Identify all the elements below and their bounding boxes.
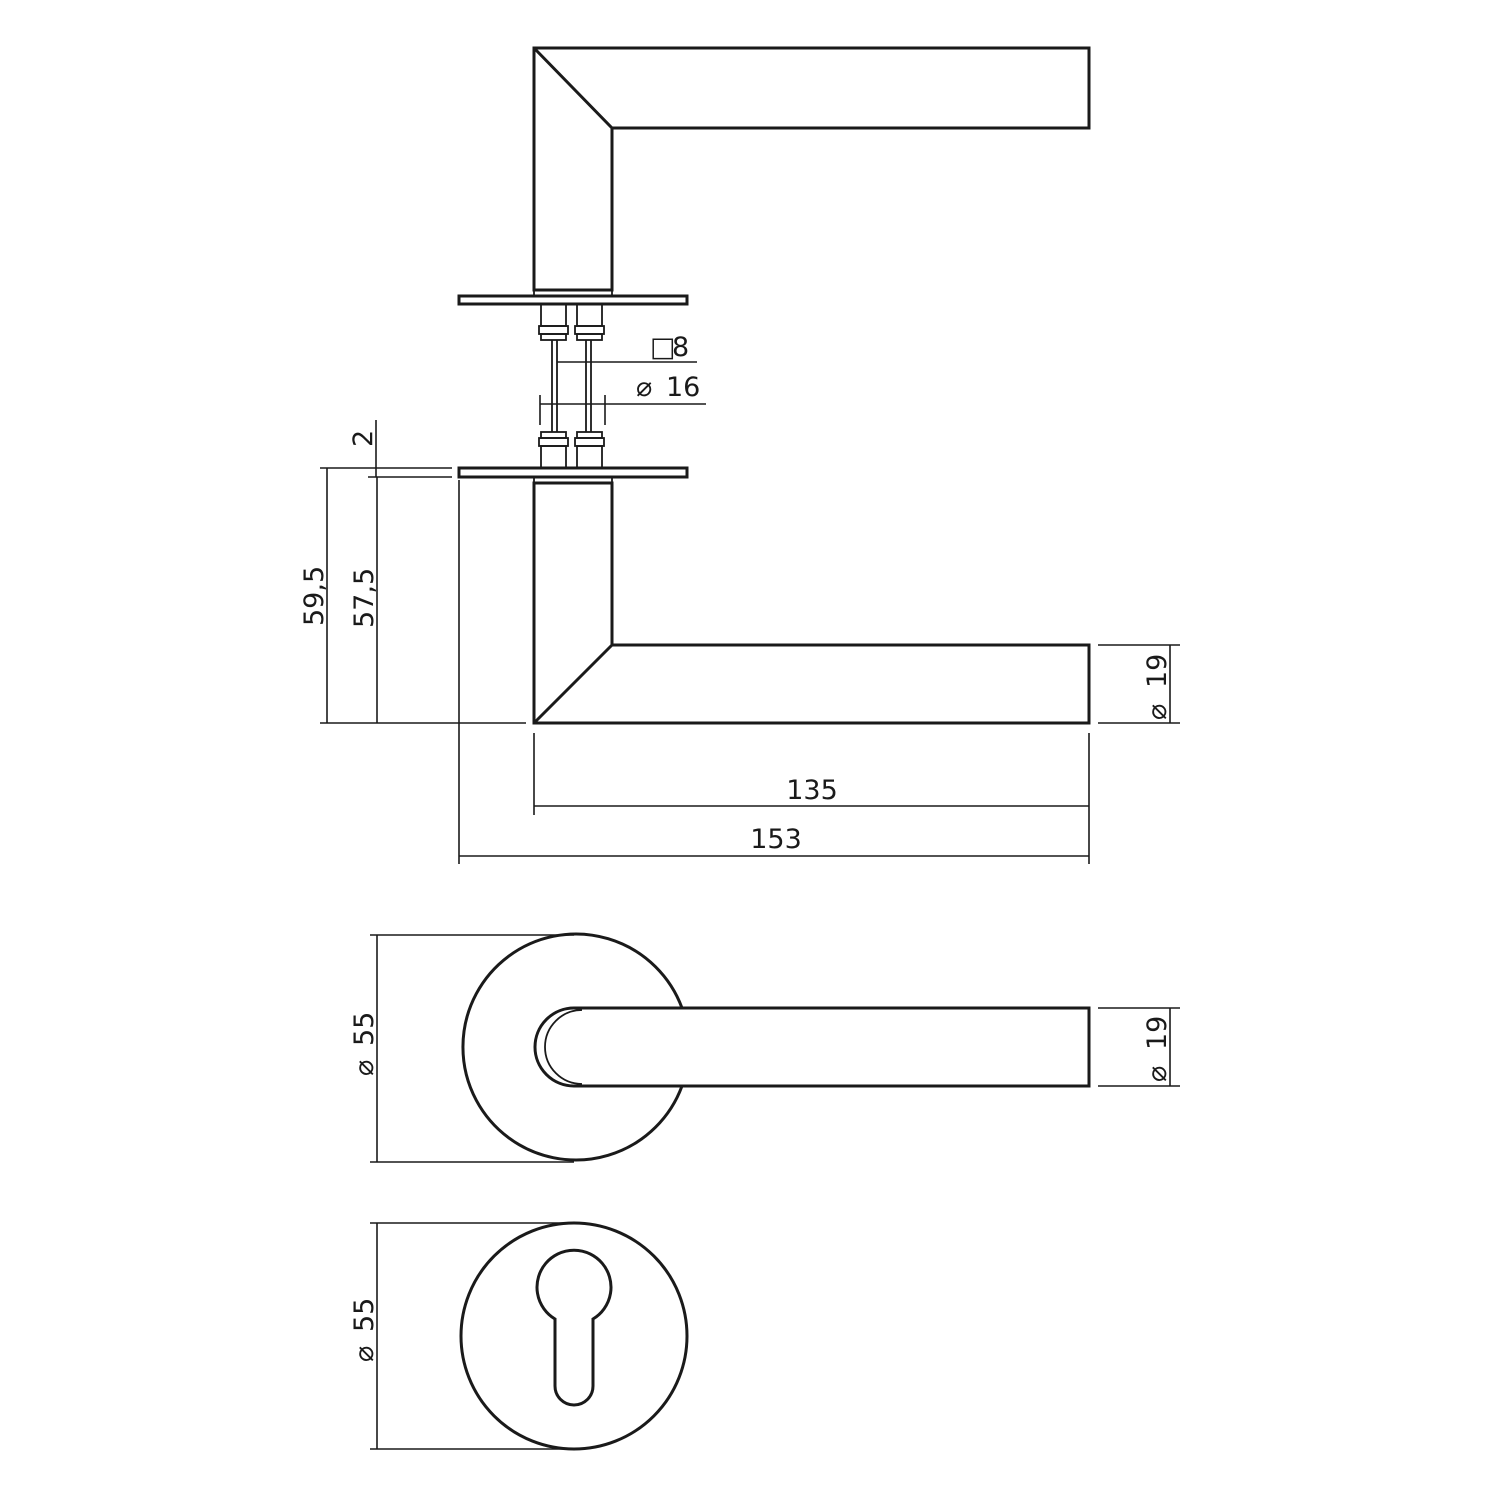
- rose-dia-55-symbol: ⌀: [349, 1060, 380, 1076]
- dia-16-symbol: ⌀: [636, 372, 652, 403]
- dim-dia-19-top-label: 19: [1142, 1016, 1173, 1050]
- dim-dia-19-side-label: 19: [1142, 654, 1173, 688]
- dim-length-153-label: 153: [750, 824, 802, 855]
- upper-spindle-bosses: [538, 303, 605, 341]
- dim-dia-16: ⌀ 16: [539, 372, 706, 425]
- lower-rose-plate: [457, 466, 689, 484]
- upper-lever: [532, 46, 1091, 292]
- upper-rose-plate: [457, 289, 689, 306]
- square-symbol: □: [650, 332, 676, 363]
- escutcheon-dia-symbol: ⌀: [349, 1346, 380, 1362]
- dim-escutcheon-dia-55-label: 55: [349, 1298, 380, 1332]
- dim-length-135-label: 135: [786, 775, 838, 806]
- spindle-rods: [551, 340, 592, 432]
- dim-rose-dia-55-label: 55: [349, 1012, 380, 1046]
- dim-square-8-label: 8: [672, 332, 689, 363]
- lower-spindle-bosses: [538, 431, 605, 469]
- dim-dia-19-top: ⌀ 19: [1098, 1007, 1180, 1087]
- lower-lever: [532, 481, 1091, 725]
- dim-thickness-2: 2: [320, 420, 452, 478]
- dim-square-8: □ 8: [557, 332, 697, 363]
- dia-19-top-symbol: ⌀: [1142, 1066, 1173, 1082]
- dim-heights: 59,5 57,5: [299, 468, 526, 724]
- top-view-lever: [461, 932, 1091, 1162]
- dim-thickness-2-label: 2: [348, 430, 379, 447]
- dim-dia-16-label: 16: [666, 372, 700, 403]
- dim-length-153: 153: [458, 480, 1089, 864]
- dim-escutcheon-dia-55: ⌀ 55: [349, 1222, 574, 1450]
- dim-rose-dia-55: ⌀ 55: [349, 934, 574, 1163]
- dim-height-59-5-label: 59,5: [299, 566, 330, 626]
- dim-length-135: 135: [533, 733, 1090, 864]
- dim-height-57-5-label: 57,5: [349, 568, 380, 628]
- dim-dia-19-side: ⌀ 19: [1098, 644, 1180, 724]
- dia-19-side-symbol: ⌀: [1142, 704, 1173, 720]
- escutcheon: [459, 1221, 689, 1451]
